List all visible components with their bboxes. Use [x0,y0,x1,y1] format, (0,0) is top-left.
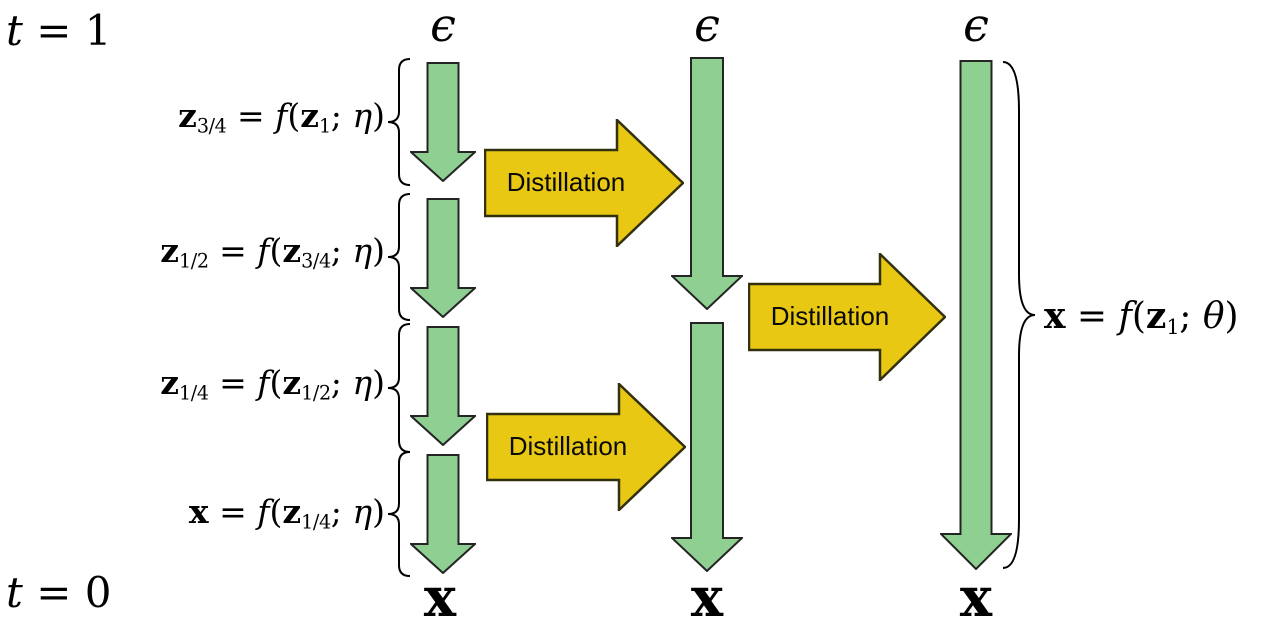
eq-fn: f [257,492,270,531]
sampling-arrow-col2-step1 [671,57,743,310]
x-symbol-col3: x [959,565,993,629]
eq-close: ) [372,363,385,402]
eq-lhs: z [160,363,179,402]
eq-lhs-sub: 3/4 [196,114,227,138]
eq-semi: ; [330,231,353,270]
eq-semi: ; [1179,296,1203,337]
eq-lhs: z [160,231,179,270]
eq-lhs: x [188,492,209,531]
step-equation-2: z1/2 = f(z3/4; η) [160,231,385,273]
eq-arg-sub: 1/2 [301,381,331,405]
eq-lhs-sub: 1/4 [178,381,209,405]
eq-arg: z [282,231,302,270]
eq-param: η [352,363,373,402]
eq-lhs: z [178,96,197,135]
step-brace-2 [387,193,411,321]
eq-lhs: x [1044,295,1066,337]
eq-fn: f [275,96,288,135]
time-label-t1: t = 1 [6,6,112,55]
eq-open: ( [269,492,283,531]
eq-arg-sub: 3/4 [301,249,331,273]
distillation-label-3: Distillation [508,431,628,461]
sampling-arrow-col1-step3 [410,326,476,446]
time-var: t [6,568,23,617]
eq-open: ( [269,231,283,270]
epsilon-symbol-col1: ϵ [430,0,456,52]
time-value: = 1 [22,6,112,55]
eq-equals: = [208,492,258,531]
eq-open: ( [287,96,301,135]
eq-arg-sub: 1/4 [301,510,331,534]
x-symbol-col2: x [690,565,724,629]
epsilon-symbol-col2: ϵ [694,0,720,52]
eq-equals: = [208,363,258,402]
eq-fn: f [257,231,270,270]
eq-param: η [352,96,373,135]
distillation-label-1: Distillation [506,167,626,197]
eq-equals: = [226,96,276,135]
time-value: = 0 [22,568,112,617]
sampling-arrow-col3-step1 [940,60,1012,570]
distillation-arrow-1 [484,119,684,247]
distillation-arrow-3 [486,383,686,511]
final-brace [1002,61,1036,569]
sampling-arrow-col1-step4 [410,454,476,574]
eq-lhs-sub: 1/2 [178,249,209,273]
eq-param: η [352,231,373,270]
eq-equals: = [1065,296,1119,337]
distillation-label-2: Distillation [770,301,890,331]
eq-close: ) [372,96,385,135]
sampling-arrow-col2-step2 [671,322,743,572]
step-equation-4: x = f(z1/4; η) [189,492,385,534]
step-equation-1: z3/4 = f(z1; η) [178,96,385,138]
eq-arg: z [282,492,302,531]
sampling-arrow-col1-step2 [410,198,476,318]
time-label-t0: t = 0 [6,568,112,617]
eq-close: ) [1224,296,1239,337]
eq-fn: f [257,363,270,402]
eq-arg-sub: 1 [318,114,331,138]
eq-semi: ; [330,96,353,135]
eq-param: θ [1202,296,1225,337]
eq-semi: ; [330,492,353,531]
eq-open: ( [1131,296,1146,337]
step-brace-1 [387,58,411,186]
eq-close: ) [372,231,385,270]
eq-fn: f [1118,296,1132,337]
x-symbol-col1: x [423,565,457,629]
eq-param: η [352,492,373,531]
eq-semi: ; [330,363,353,402]
eq-open: ( [269,363,283,402]
final-equation: x = f(z1; θ) [1044,295,1239,340]
eq-close: ) [372,492,385,531]
eq-arg: z [282,363,302,402]
eq-arg: z [300,96,319,135]
eq-arg: z [1145,295,1167,337]
step-equation-3: z1/4 = f(z1/2; η) [160,363,385,405]
eq-arg-sub: 1 [1166,314,1180,339]
epsilon-symbol-col3: ϵ [963,0,989,52]
distillation-arrow-2 [748,253,946,381]
sampling-arrow-col1-step1 [410,62,476,182]
step-brace-3 [387,323,411,453]
step-brace-4 [387,451,411,577]
time-var: t [6,6,23,55]
eq-equals: = [208,231,258,270]
